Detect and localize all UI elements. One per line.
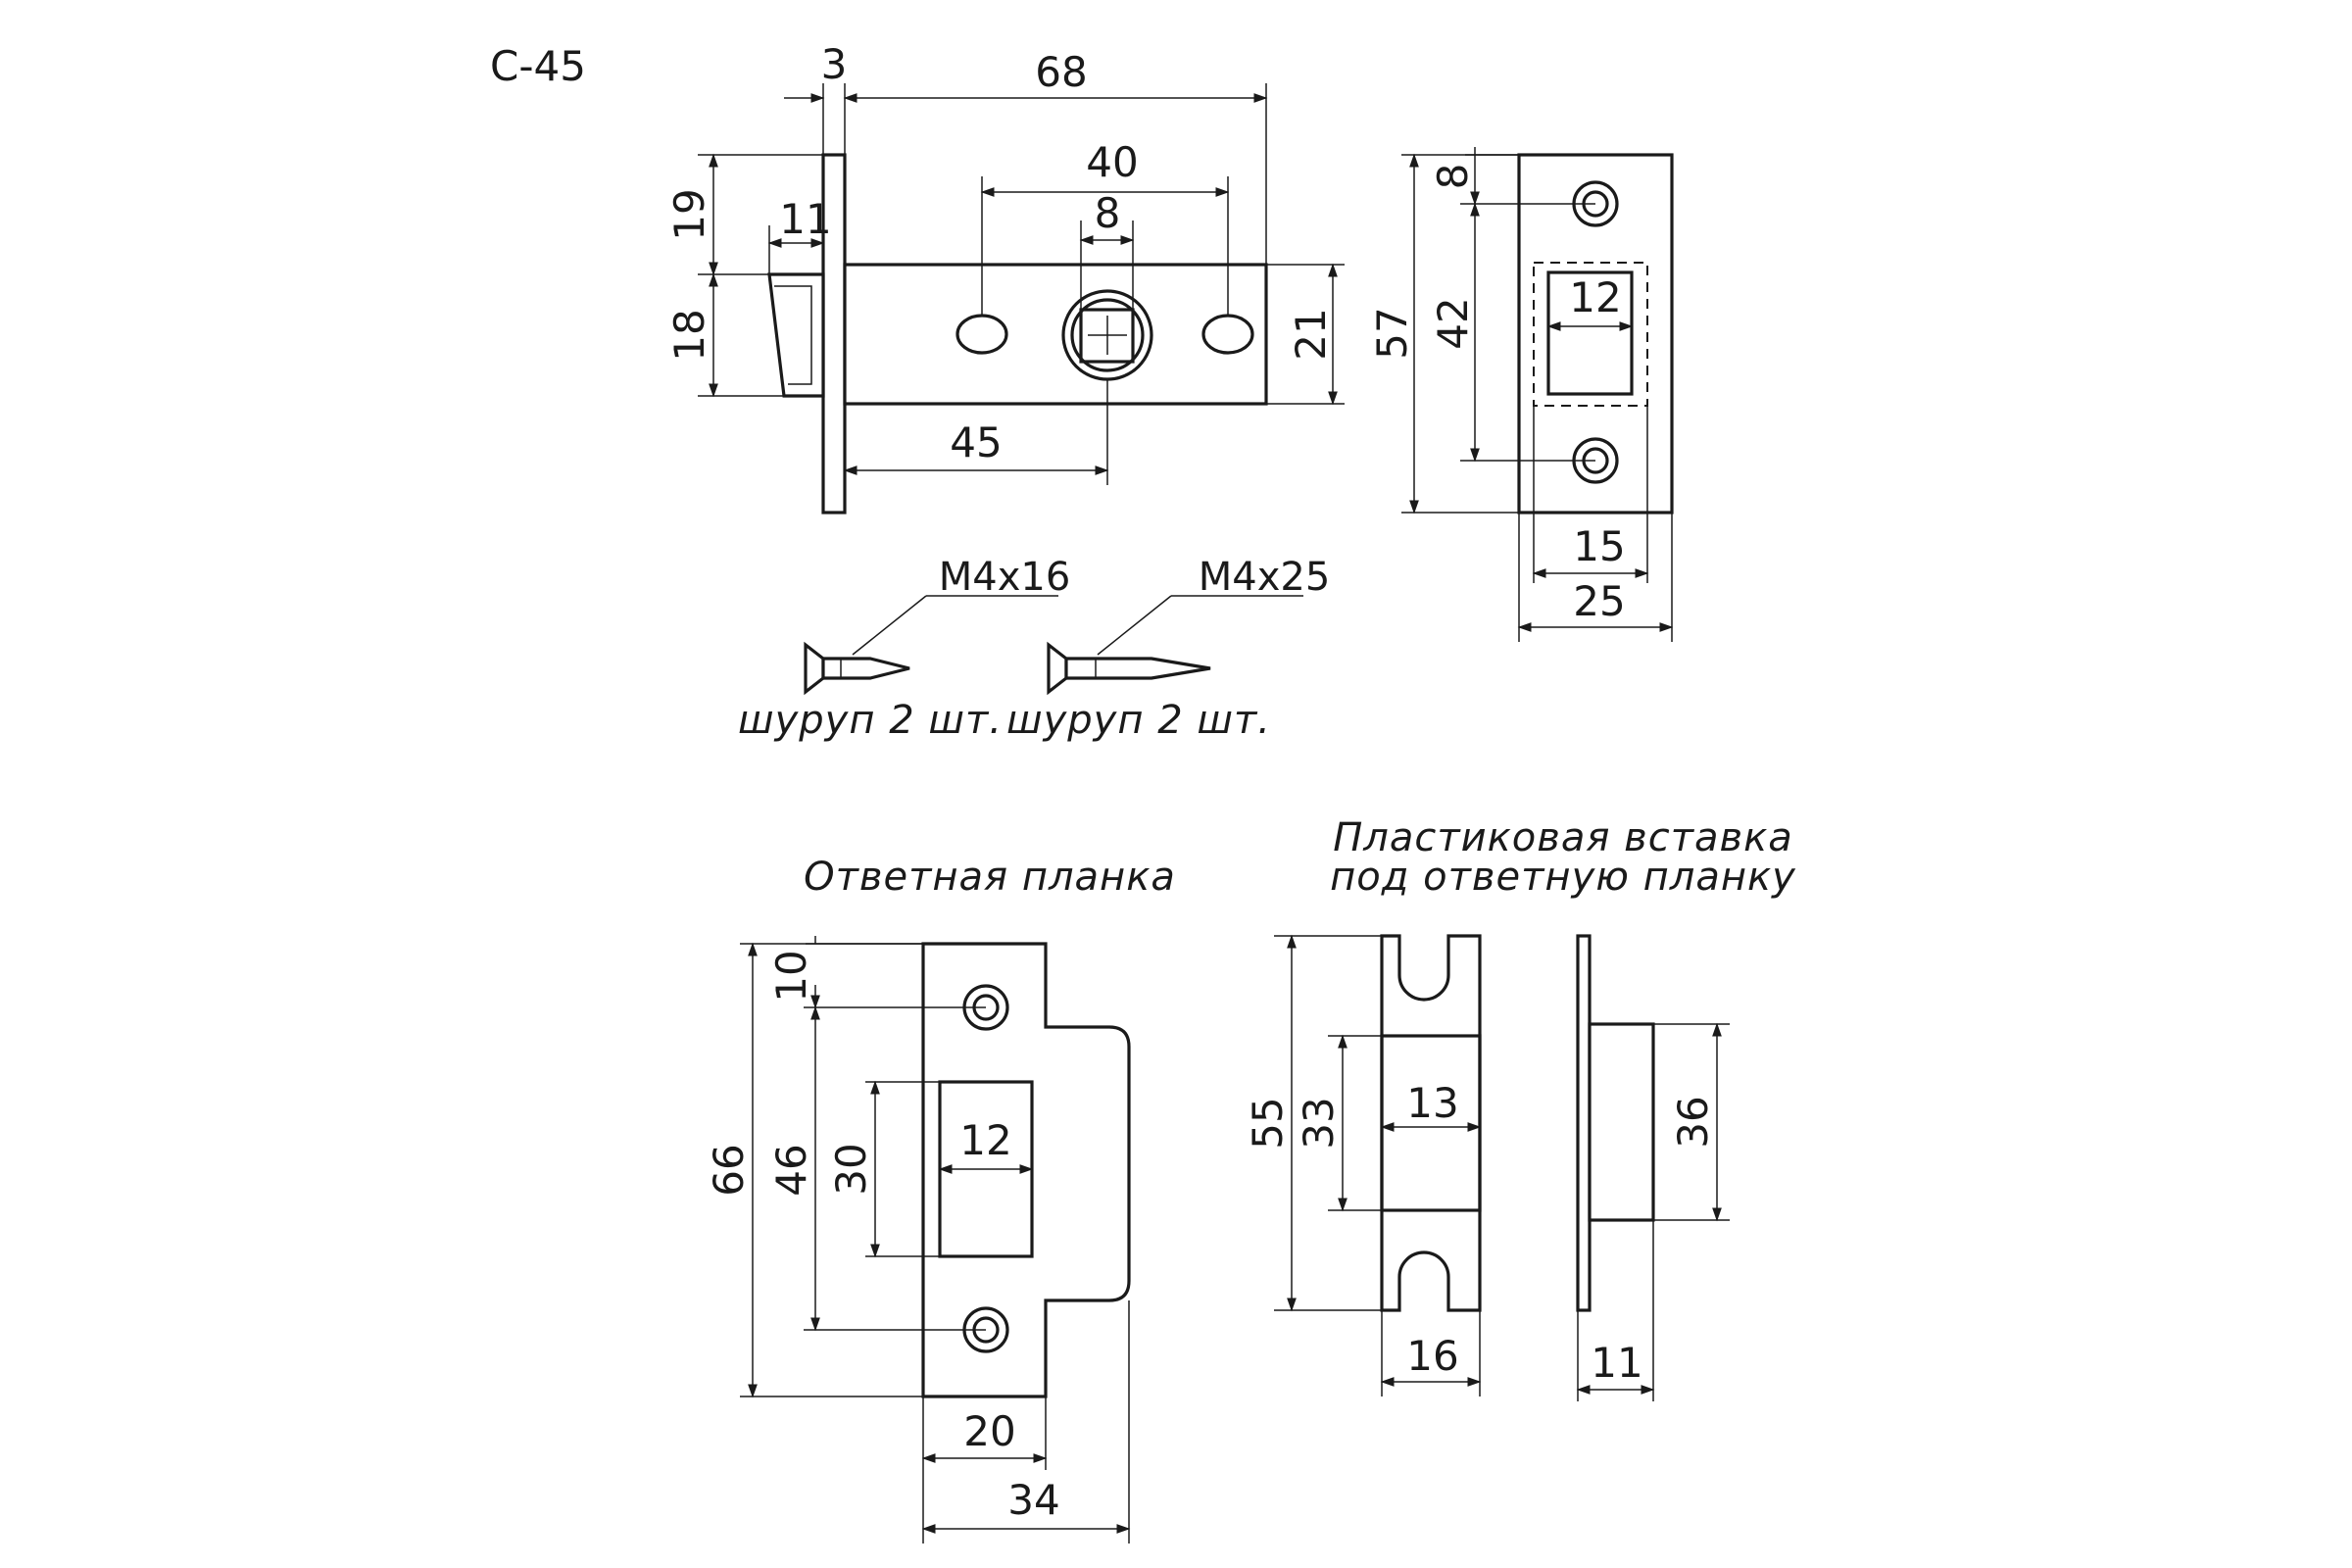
strike-plate-view: Ответная планка 10 66 46 30 12 20 <box>705 855 1176 1544</box>
faceplate-bolt-opening <box>1546 270 1634 396</box>
dim-bolt-projection: 11 <box>779 195 831 243</box>
dim-faceplate-inner-width: 15 <box>1573 522 1625 570</box>
dim-faceplate-height: 57 <box>1368 307 1416 359</box>
faceplate-recess <box>1533 262 1648 407</box>
strike-plate-outline <box>921 942 1131 1398</box>
faceplate-front-view: 8 42 57 12 15 25 <box>1368 147 1674 642</box>
latch-side-view: 3 68 40 8 11 19 18 21 45 <box>665 40 1345 514</box>
plastic-insert-title-line2: под ответную планку <box>1330 855 1796 900</box>
dim-faceplate-thickness: 3 <box>821 40 848 88</box>
latch-bolt <box>767 272 825 398</box>
dim-strike-total-width: 34 <box>1007 1476 1059 1524</box>
insert-side-flange <box>1576 934 1592 1312</box>
dim-strike-opening-width: 12 <box>959 1116 1011 1164</box>
dim-insert-depth: 11 <box>1591 1339 1642 1387</box>
dim-faceplate-hole-spacing: 42 <box>1429 297 1477 349</box>
dim-strike-top-offset: 10 <box>767 950 815 1002</box>
dim-above-bolt: 19 <box>665 188 713 240</box>
faceplate-outline <box>1517 153 1674 514</box>
plastic-insert-title-line1: Пластиковая вставка <box>1333 815 1793 860</box>
dim-strike-opening-height: 30 <box>827 1143 875 1195</box>
strike-plate-title: Ответная планка <box>804 855 1176 900</box>
dim-hole-offset: 8 <box>1429 164 1477 190</box>
dim-faceplate-width: 25 <box>1573 577 1625 625</box>
dim-strike-hole-spacing: 46 <box>767 1144 815 1196</box>
dim-backset: 45 <box>950 418 1002 466</box>
dim-insert-width: 16 <box>1406 1332 1458 1380</box>
dim-strike-plate-width: 20 <box>963 1407 1015 1455</box>
dim-insert-depth-height: 36 <box>1669 1096 1717 1148</box>
screw-quantity-label: шуруп 2 шт. <box>738 698 1003 743</box>
dim-hole-spacing: 40 <box>1086 138 1138 186</box>
screw-quantity-label: шуруп 2 шт. <box>1006 698 1271 743</box>
dim-bolt-height: 18 <box>665 309 713 361</box>
latch-body <box>843 263 1268 406</box>
insert-side-body <box>1588 1022 1655 1222</box>
model-label: C-45 <box>490 42 586 90</box>
plastic-insert-view: Пластиковая вставка под ответную планку … <box>1244 815 1796 1401</box>
dim-bolt-opening-width: 12 <box>1569 273 1621 321</box>
screw-short: M4x16 шуруп 2 шт. <box>738 555 1070 743</box>
dim-body-height: 21 <box>1287 308 1335 360</box>
dim-insert-inner-height: 33 <box>1295 1097 1343 1149</box>
screw-long: M4x25 шуруп 2 шт. <box>1006 555 1330 743</box>
dim-spindle-size: 8 <box>1095 189 1121 237</box>
dim-insert-height: 55 <box>1244 1097 1292 1149</box>
dim-insert-inner-width: 13 <box>1406 1079 1458 1127</box>
screws: M4x16 шуруп 2 шт. M4x25 шуруп 2 шт. <box>738 555 1330 743</box>
dim-strike-height: 66 <box>705 1144 753 1196</box>
dim-overall-length: 68 <box>1035 48 1087 96</box>
spindle-square <box>1079 308 1135 364</box>
screw-size-label: M4x25 <box>1199 555 1331 600</box>
screw-size-label: M4x16 <box>939 555 1071 600</box>
